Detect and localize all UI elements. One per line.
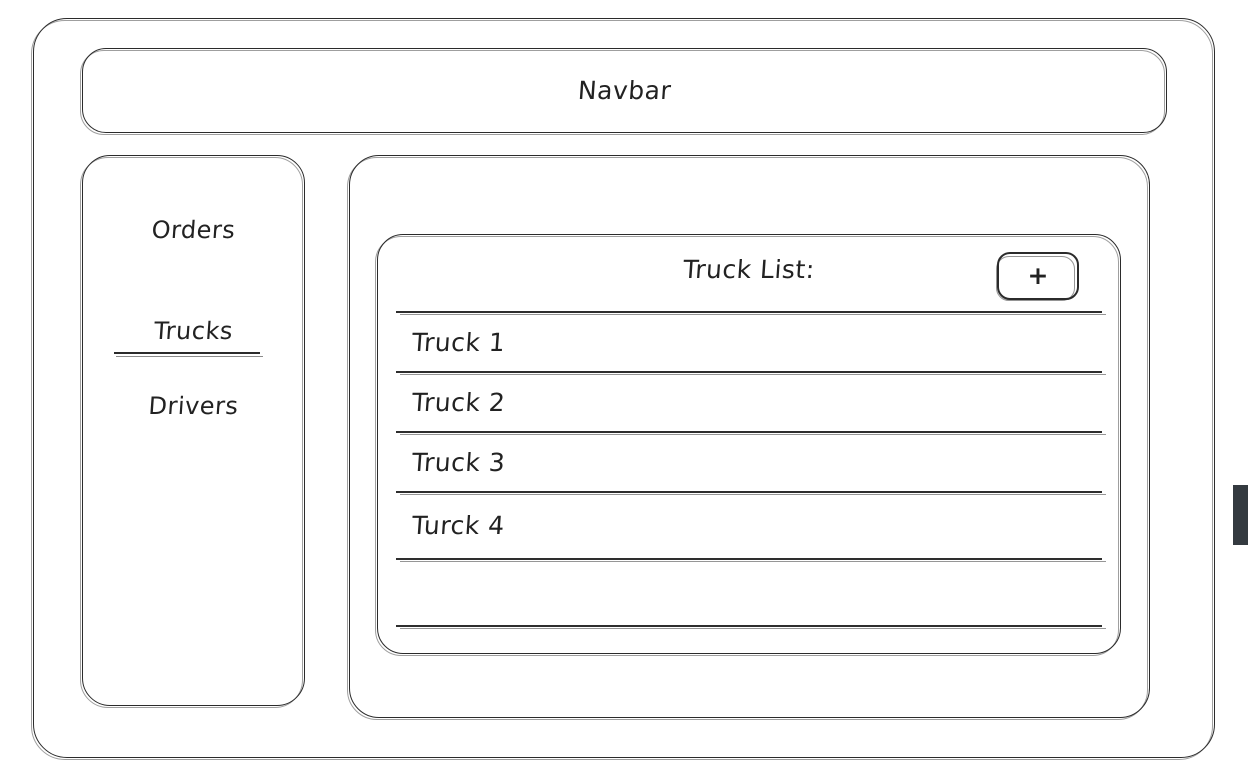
list-divider [396, 491, 1106, 496]
truck-list-header: Truck List: + [378, 235, 1120, 311]
list-item-label: Turck 4 [410, 511, 506, 540]
list-item-label: Truck 3 [410, 447, 507, 477]
sidebar-active-underline [114, 352, 263, 357]
sidebar-item-drivers[interactable]: Drivers [82, 392, 305, 420]
list-item[interactable]: Truck 1 [396, 313, 1102, 371]
scrollbar-thumb[interactable] [1233, 485, 1248, 545]
list-divider [396, 625, 1106, 630]
truck-list-card: Truck List: + Truck 1 Truck 2 Truck 3 Tu… [375, 234, 1121, 656]
sidebar-item-label: Trucks [153, 317, 234, 345]
list-item[interactable]: Turck 4 [396, 493, 1102, 558]
list-item-label: Truck 1 [410, 327, 507, 357]
sidebar-item-orders[interactable]: Orders [82, 216, 305, 244]
vertical-scrollbar[interactable] [1233, 0, 1248, 774]
truck-list: Truck 1 Truck 2 Truck 3 Turck 4 [396, 311, 1106, 630]
sidebar-item-trucks[interactable]: Trucks [82, 317, 305, 345]
navbar-title: Navbar [576, 76, 673, 105]
list-item-label: Truck 2 [410, 387, 507, 417]
sidebar-item-label: Orders [150, 216, 237, 244]
list-divider [396, 371, 1106, 376]
sidebar-item-label: Drivers [147, 392, 240, 420]
list-divider [396, 558, 1106, 563]
list-item[interactable]: Truck 2 [396, 373, 1102, 431]
list-item[interactable]: Truck 3 [396, 433, 1102, 491]
plus-icon: + [1027, 260, 1049, 290]
list-item-empty [396, 560, 1102, 625]
add-truck-button[interactable]: + [996, 252, 1079, 301]
sidebar: Orders Trucks Drivers [80, 155, 305, 708]
navbar: Navbar [80, 48, 1167, 135]
list-divider [396, 431, 1106, 436]
list-divider [396, 311, 1106, 316]
